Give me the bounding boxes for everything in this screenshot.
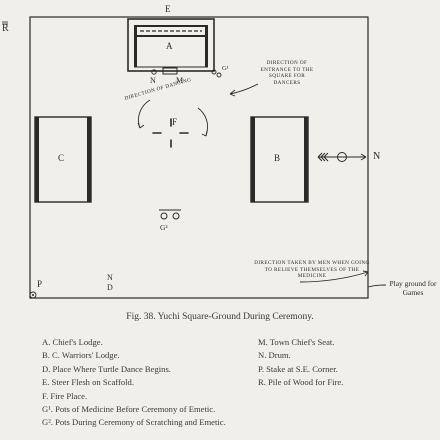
- fire-place: [152, 118, 189, 148]
- label-f: F: [172, 117, 178, 127]
- note-entrance: Direction of Entrance to the Square for …: [260, 60, 314, 86]
- square-boundary: [29, 16, 369, 299]
- note-relieve: Direction taken by men when going to rel…: [254, 260, 370, 279]
- legend-item: G¹. Pots of Medicine Before Ceremony of …: [42, 404, 216, 415]
- note-playground: Play ground for Games: [389, 279, 437, 297]
- square-ground-plan: [2, 16, 387, 299]
- label-nd-n: N: [107, 273, 113, 282]
- label-p: P: [37, 279, 43, 289]
- relieve-arrow: [299, 270, 369, 283]
- legend-item: E. Steer Flesh on Scaffold.: [42, 377, 134, 388]
- legend-item: D. Place Where Turtle Dance Begins.: [42, 363, 171, 374]
- lodge-b: [250, 116, 309, 203]
- label-a: A: [166, 41, 173, 51]
- stake-p: [29, 291, 37, 299]
- legend-item: A. Chief's Lodge.: [42, 337, 103, 347]
- lodge-a: [127, 18, 215, 75]
- label-m: M: [176, 76, 184, 85]
- legend-item: M. Town Chief's Seat.: [258, 337, 335, 347]
- drum-icon: [151, 69, 157, 75]
- legend-item: N. Drum.: [258, 350, 291, 361]
- label-nd-d: D: [107, 283, 113, 292]
- figure-caption: Fig. 38. Yuchi Square-Ground During Cere…: [126, 312, 314, 322]
- legend-item: B. C. Warriors' Lodge.: [42, 350, 120, 361]
- label-r: R: [2, 23, 9, 34]
- legend-right: M. Town Chief's Seat. N. Drum. P. Stake …: [258, 336, 343, 390]
- label-g1: G¹: [222, 65, 229, 72]
- medicine-pots-g1: [211, 69, 222, 78]
- playground-arrow: [367, 284, 387, 288]
- label-b: B: [274, 153, 281, 163]
- north-arrow-icon: [317, 152, 367, 162]
- legend-item: R. Pile of Wood for Fire.: [258, 377, 344, 388]
- north-label: N: [373, 151, 381, 162]
- woodpile-icon: [2, 21, 8, 25]
- medicine-pots-g2: [159, 209, 181, 220]
- label-c: C: [58, 153, 65, 163]
- legend-item: P. Stake at S.E. Corner.: [258, 363, 338, 374]
- label-g2: G²: [160, 223, 168, 232]
- label-n: N: [150, 76, 156, 85]
- dancing-direction-arrows: [137, 99, 209, 137]
- label-e: E: [165, 4, 171, 14]
- entrance-arrow: [229, 83, 259, 97]
- legend-item: F. Fire Place.: [42, 390, 88, 401]
- legend-item: G². Pots During Ceremony of Scratching a…: [42, 417, 226, 428]
- legend-left: A. Chief's Lodge. B. C. Warriors' Lodge.…: [42, 336, 226, 430]
- lodge-c: [34, 116, 92, 203]
